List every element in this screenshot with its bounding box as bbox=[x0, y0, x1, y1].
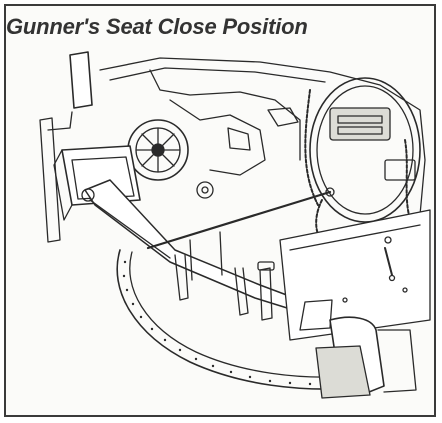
base-plate bbox=[279, 209, 431, 341]
foot-rest bbox=[315, 316, 417, 399]
locking-rod bbox=[146, 187, 335, 281]
traverse-gear-wheel bbox=[127, 119, 214, 199]
seat-support-arm bbox=[81, 179, 301, 313]
ring-bolt-holes bbox=[122, 260, 332, 386]
vision-port bbox=[309, 77, 421, 223]
figure-title: Gunner's Seat Close Position bbox=[6, 14, 308, 39]
seat-backrest bbox=[39, 51, 93, 243]
mounting-bracket bbox=[174, 254, 275, 321]
release-lever bbox=[384, 247, 396, 282]
turret-ring bbox=[116, 249, 356, 390]
